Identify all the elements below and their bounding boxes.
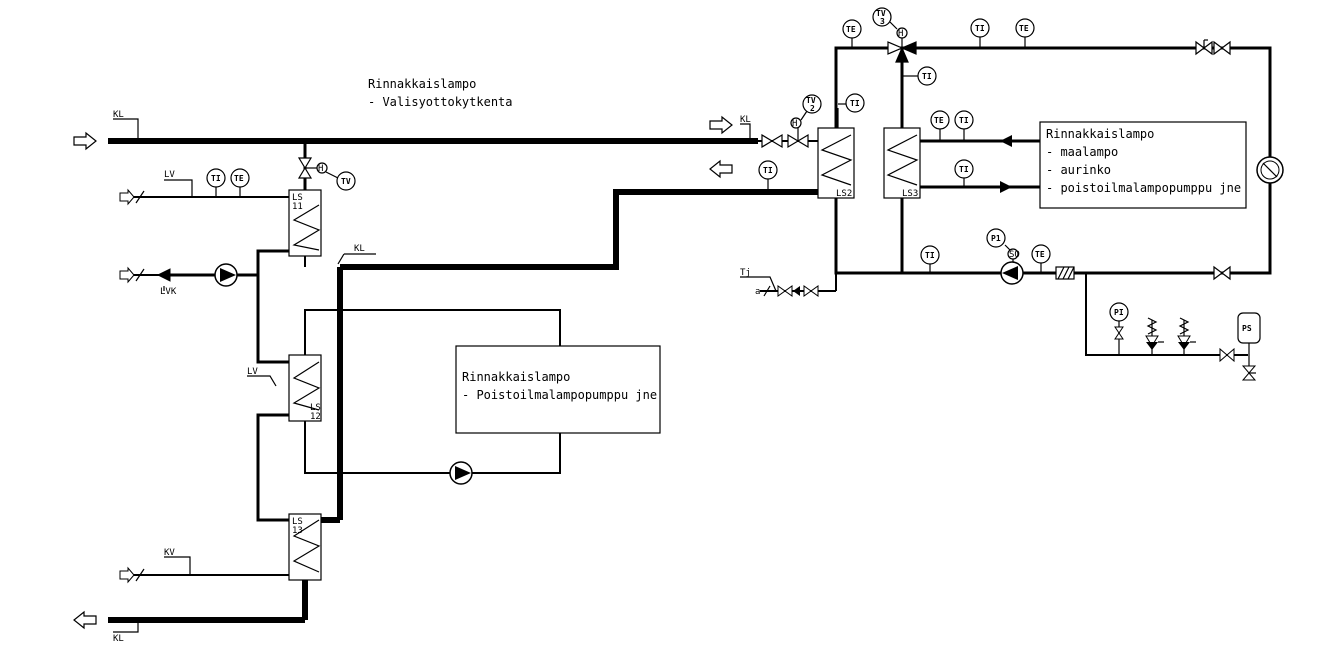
svg-text:Rinnakkaislampo: Rinnakkaislampo — [1046, 127, 1154, 141]
main-title-line2: - Valisyottokytkenta — [368, 95, 513, 109]
tj-fill-line: Tj a — [740, 268, 837, 297]
box-maalampo: Rinnakkaislampo - maalampo - aurinko - p… — [1039, 121, 1247, 209]
svg-text:PI: PI — [1114, 308, 1124, 317]
exchanger-ls3: LS3 — [883, 127, 921, 199]
svg-text:LS: LS — [292, 517, 303, 527]
kl-label-3: KL — [354, 244, 365, 254]
svg-text:P1: P1 — [991, 234, 1001, 243]
svg-text:2: 2 — [810, 104, 815, 113]
exchanger-ls11: LS 11 — [288, 189, 322, 257]
svg-text:TI: TI — [959, 116, 969, 125]
lvk-line: LVK — [119, 263, 258, 297]
kv-line: KV — [119, 548, 289, 584]
lv-line-top: LV TI TE — [119, 168, 289, 206]
kl-ls2-inlet: KL H TV 2 TI — [709, 93, 865, 149]
svg-text:PS: PS — [1242, 324, 1252, 333]
svg-text:H: H — [898, 29, 903, 39]
kl-return-line — [340, 189, 818, 270]
svg-text:TE: TE — [1019, 24, 1029, 33]
svg-text:TI: TI — [211, 174, 221, 183]
svg-text:13: 13 — [292, 526, 303, 536]
svg-text:TI: TI — [959, 165, 969, 174]
exchanger-ls13: LS 13 — [288, 513, 322, 581]
svg-text:- maalampo: - maalampo — [1046, 145, 1118, 159]
ls2-return-arrow: TI — [709, 159, 778, 192]
exchanger-ls12: LS 12 — [288, 354, 322, 422]
ls3-box1-connection: TE TI TI — [920, 110, 1040, 193]
svg-text:H: H — [318, 164, 323, 174]
svg-text:SO: SO — [1009, 250, 1020, 260]
svg-text:TI: TI — [922, 72, 932, 81]
svg-text:3: 3 — [880, 17, 885, 26]
kl-label-4: KL — [113, 634, 124, 644]
svg-text:TI: TI — [850, 99, 860, 108]
svg-text:LV: LV — [164, 170, 175, 180]
main-title-line1: Rinnakkaislampo — [368, 77, 476, 91]
svg-text:TE: TE — [234, 174, 244, 183]
tv2-instrument — [802, 94, 822, 114]
svg-text:LVK: LVK — [160, 287, 177, 297]
exchanger-ls2: LS2 — [817, 127, 855, 199]
kl-label-2: KL — [740, 115, 751, 125]
svg-text:TI: TI — [925, 251, 935, 260]
svg-text:LS2: LS2 — [836, 189, 852, 199]
kl-supply-line: KL — [73, 110, 758, 151]
svg-text:TI: TI — [763, 166, 773, 175]
svg-text:LS: LS — [310, 403, 321, 413]
svg-text:TE: TE — [1035, 250, 1045, 259]
box-poistoilma: Rinnakkaislampo - Poistoilmalampopumppu … — [455, 345, 661, 434]
expansion-branch: PI PS — [1085, 273, 1261, 381]
svg-text:H: H — [792, 119, 797, 129]
svg-text:- Poistoilmalampopumppu jne: - Poistoilmalampopumppu jne — [462, 388, 657, 402]
svg-text:LS3: LS3 — [902, 189, 918, 199]
svg-text:TV: TV — [876, 9, 886, 18]
svg-text:Rinnakkaislampo: Rinnakkaislampo — [462, 370, 570, 384]
svg-text:11: 11 — [292, 202, 303, 212]
svg-text:TE: TE — [934, 116, 944, 125]
primary-loop: TE H TV 3 TI TI TE — [834, 7, 1284, 285]
svg-text:TV: TV — [806, 96, 816, 105]
svg-text:a: a — [755, 287, 760, 297]
svg-text:12: 12 — [310, 412, 321, 422]
svg-text:TI: TI — [975, 24, 985, 33]
svg-text:- poistoilmalampopumppu jne: - poistoilmalampopumppu jne — [1046, 181, 1241, 195]
tv3-instrument — [872, 7, 892, 27]
tv-instrument — [336, 171, 356, 191]
svg-text:TV: TV — [341, 177, 351, 186]
p1-instrument — [986, 228, 1006, 248]
svg-text:LS: LS — [292, 193, 303, 203]
svg-text:TE: TE — [846, 25, 856, 34]
svg-text:LV: LV — [247, 367, 258, 377]
svg-text:Tj: Tj — [740, 268, 751, 278]
svg-text:- aurinko: - aurinko — [1046, 163, 1111, 177]
svg-text:KV: KV — [164, 548, 175, 558]
kl-label-1: KL — [113, 110, 124, 120]
